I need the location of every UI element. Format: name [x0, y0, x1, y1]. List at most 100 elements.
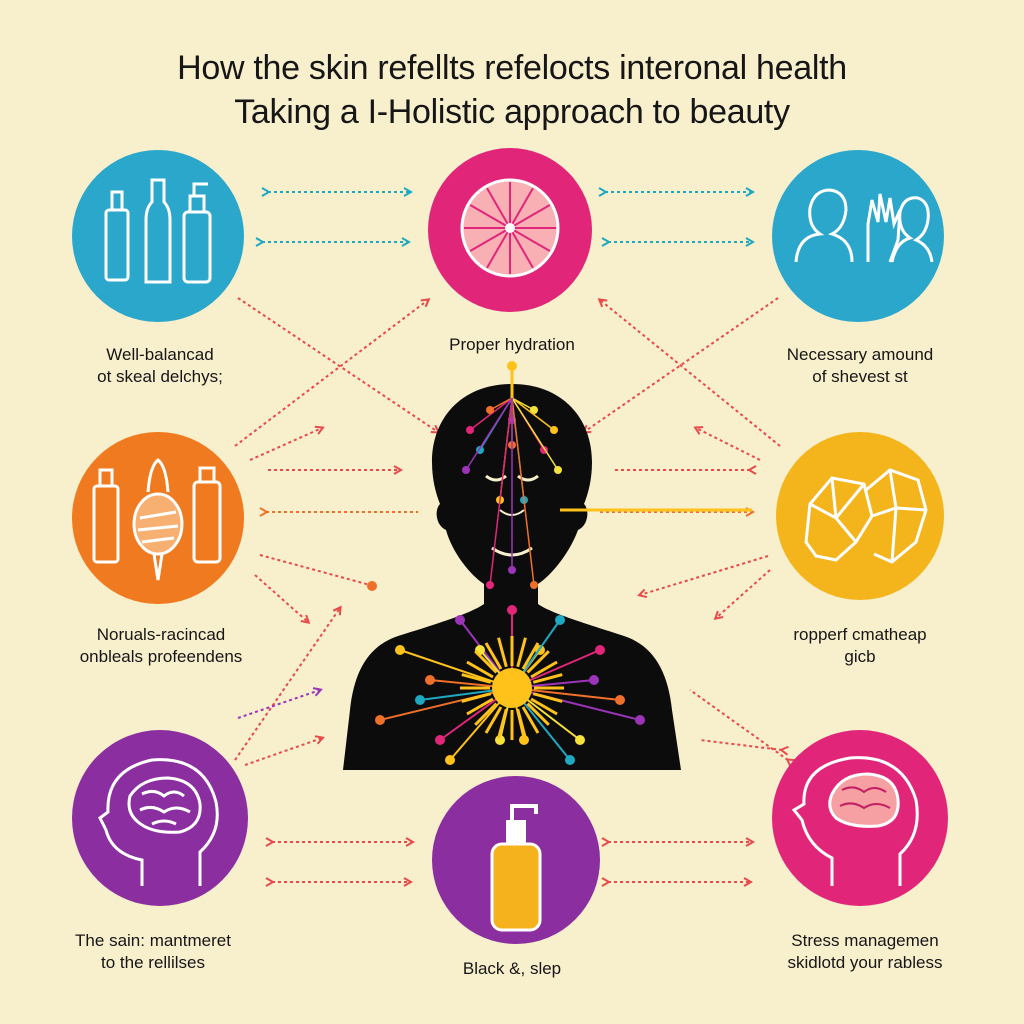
label-mid-left: Noruals-racincad onbleals profeendens [36, 624, 286, 668]
sun-ray [466, 660, 494, 679]
sun-ray [532, 692, 563, 703]
segment-line [486, 227, 511, 269]
circle-brain-right [772, 730, 948, 906]
segment-line [469, 204, 511, 229]
sun-ray [516, 637, 527, 668]
sun-ray [526, 702, 550, 726]
sun-ray [466, 697, 494, 716]
nerve-dot [462, 466, 470, 474]
sun-ray [474, 650, 498, 674]
sun-ray [497, 708, 508, 739]
faces-icon [776, 432, 944, 600]
circle-brain-left [72, 730, 248, 906]
title-line-2: Taking a I-Holistic approach to beauty [234, 93, 790, 131]
segment-line [509, 227, 534, 269]
label-line: skidlotd your rabless [787, 953, 943, 972]
grapefruit-icon [428, 148, 592, 312]
nerve-dot [375, 715, 385, 725]
nerve-dot [615, 695, 625, 705]
label-top-center: Proper hydration [392, 334, 632, 356]
head-brain-icon [772, 730, 948, 906]
sun-burst [460, 636, 564, 740]
nerve-dot [486, 406, 494, 414]
label-bottom-center: Black &, slep [392, 958, 632, 980]
label-top-left: Well-balancad ot skeal delchys; [40, 344, 280, 388]
head-brain-icon [72, 730, 248, 906]
nerve-dot [435, 735, 445, 745]
people-icon [772, 150, 944, 322]
nerve-line [511, 397, 535, 586]
nerve-line [511, 397, 555, 431]
sun-ray [516, 708, 527, 739]
sun-ray [521, 642, 540, 670]
nerve-dot [530, 406, 538, 414]
nerve-line [465, 397, 513, 471]
segment-line [509, 187, 534, 229]
label-line: gicb [844, 647, 876, 666]
label-line: Well-balancad [106, 345, 214, 364]
circle-serum [432, 776, 600, 944]
nerve-line [489, 397, 513, 411]
segment-line [509, 227, 551, 252]
label-line: Stress managemen [791, 931, 939, 950]
nerve-dot [635, 715, 645, 725]
circle-bottles [72, 150, 244, 322]
sun-core [492, 668, 532, 708]
bottles-icon [72, 150, 244, 322]
circle-oil [72, 432, 244, 604]
circle-grapefruit [428, 148, 592, 312]
sun-ray [474, 702, 498, 726]
nerve-dot [425, 675, 435, 685]
nerve-dot [466, 426, 474, 434]
label-line: ropperf cmatheap [793, 625, 927, 644]
sun-ray [530, 697, 558, 716]
sun-ray [526, 650, 550, 674]
nerve-dot [555, 615, 565, 625]
nerve-dot [507, 605, 517, 615]
circle-faces [776, 432, 944, 600]
title-line-1: How the skin refellts refelocts interona… [177, 49, 847, 87]
circle-people [772, 150, 944, 322]
nerve-dot [415, 695, 425, 705]
label-top-right: Necessary amound of shevest st [740, 344, 980, 388]
label-mid-right: ropperf cmatheap gicb [740, 624, 980, 668]
label-line: The sain: mantmeret [75, 931, 231, 950]
nerve-dot [395, 645, 405, 655]
nerve-line [469, 397, 513, 431]
sun-ray [530, 660, 558, 679]
sun-ray [484, 706, 503, 734]
sun-ray [461, 673, 492, 684]
sun-ray [521, 706, 540, 734]
label-line: of shevest st [812, 367, 908, 386]
nerve-line [511, 687, 641, 721]
sun-ray [484, 642, 503, 670]
nerve-dot [589, 675, 599, 685]
segment-line [469, 227, 511, 252]
label-line: Necessary amound [786, 345, 934, 364]
label-line: onbleals profeendens [79, 647, 243, 666]
nerve-dot [508, 566, 516, 574]
nerve-dot [486, 581, 494, 589]
nerve-line [511, 397, 559, 471]
label-line: ot skeal delchys; [97, 367, 223, 386]
label-line: to the rellilses [101, 953, 205, 972]
oil-bottles-icon [72, 432, 244, 604]
label-bottom-left: The sain: mantmeret to the rellilses [28, 930, 278, 974]
nerve-dot [575, 735, 585, 745]
label-line: Black &, slep [462, 959, 562, 978]
nerve-dot [455, 615, 465, 625]
nerve-dot [530, 581, 538, 589]
nerve-dot [550, 426, 558, 434]
nerve-dot [554, 466, 562, 474]
segment-line [486, 187, 511, 229]
serum-bottle-icon [432, 776, 600, 944]
sun-ray [497, 637, 508, 668]
sun-ray [461, 692, 492, 703]
sun-ray [532, 673, 563, 684]
label-line: Noruals-racincad [96, 625, 226, 644]
label-line: Proper hydration [449, 335, 575, 354]
segment-line [509, 204, 551, 229]
label-bottom-right: Stress managemen skidlotd your rabless [740, 930, 990, 974]
